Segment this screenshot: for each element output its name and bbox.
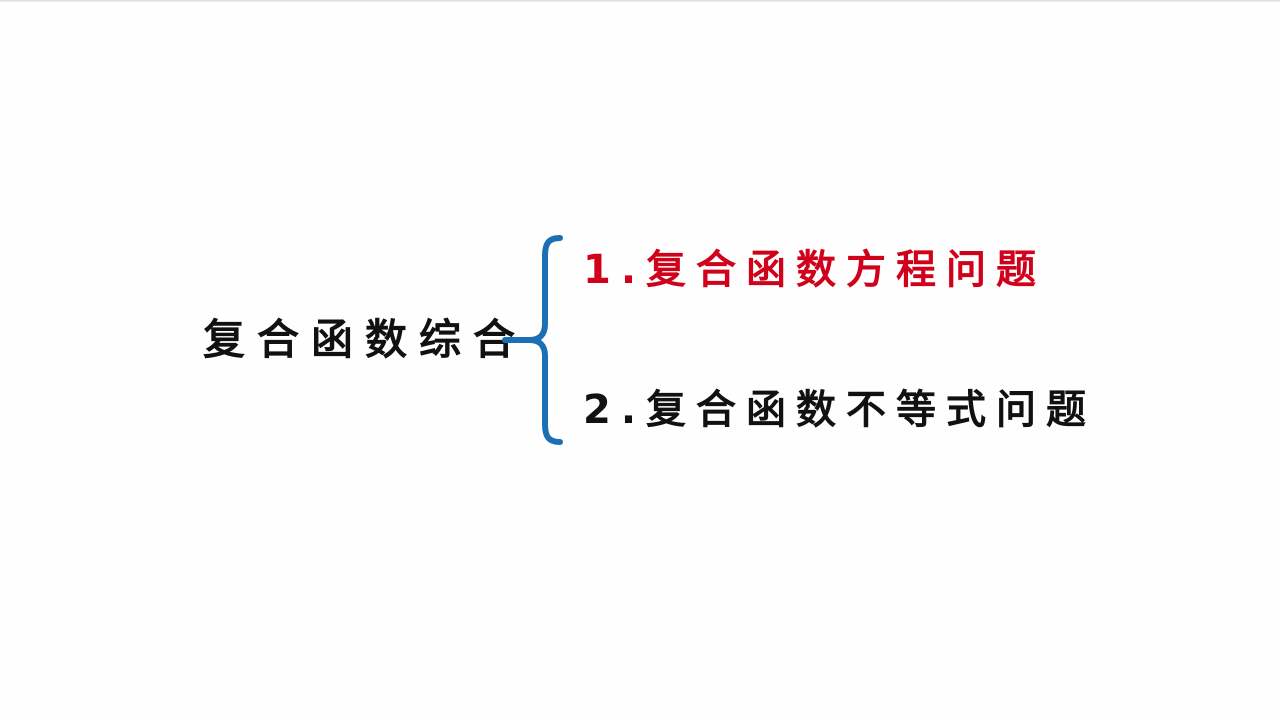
root-topic-label: 复合函数综合	[203, 315, 528, 364]
branch-item-1: 1.复合函数方程问题	[583, 247, 1047, 293]
top-border-line	[0, 0, 1280, 2]
branch-item-2: 2.复合函数不等式问题	[583, 387, 1097, 433]
curly-brace-connector	[502, 235, 563, 445]
